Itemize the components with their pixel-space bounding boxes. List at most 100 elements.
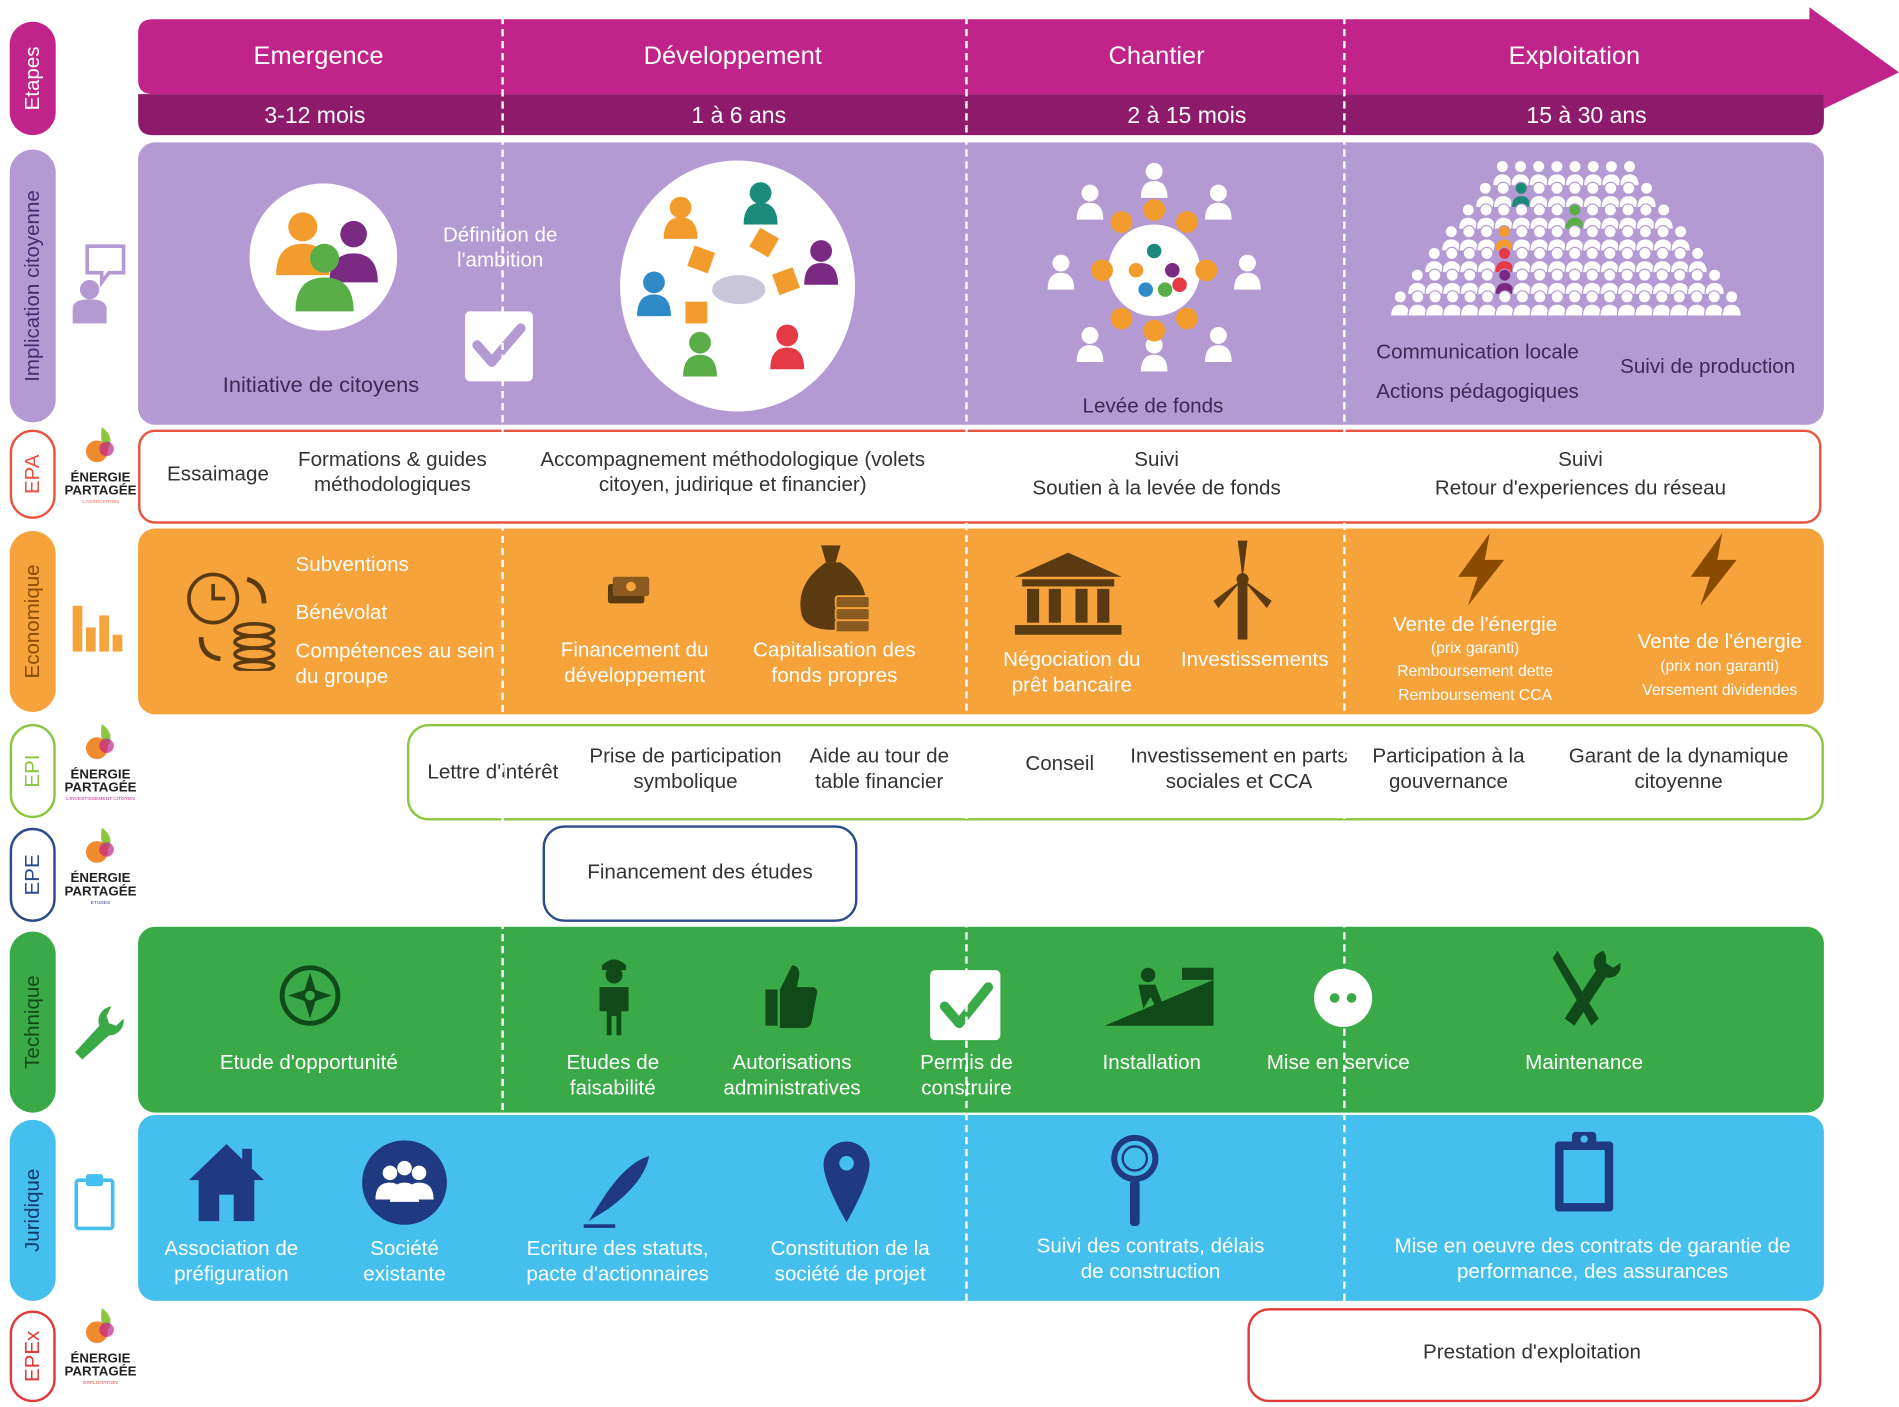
- follow-up-network-text: Retour d'experiences du réseau: [1434, 476, 1727, 500]
- stage-divider-3: [1343, 16, 1346, 1301]
- stages-side-label: Etapes: [9, 21, 56, 136]
- stage-divider-2: [965, 16, 968, 1301]
- investments-label: Investissements: [1180, 647, 1329, 671]
- economic-band: [138, 528, 1824, 715]
- administrative-authorisations-label: Autorisations administratives: [723, 1051, 861, 1100]
- fundraising-label: Levée de fonds: [1082, 394, 1224, 418]
- community-circle-icon: [620, 160, 856, 412]
- time-money-icon: [187, 572, 276, 671]
- energy-sale-unguaranteed-title: Vente de l'énergie: [1637, 629, 1802, 653]
- clipboard-icon: [1555, 1131, 1614, 1212]
- skills-label: Compétences au sein du groupe: [295, 639, 495, 689]
- methodological-support-label: Accompagnement méthodologique (volets ci…: [540, 447, 925, 497]
- thumbs-up-icon: [765, 965, 818, 1029]
- installation-label: Installation: [1102, 1051, 1201, 1074]
- stage-name-developpement: Développement: [643, 42, 822, 70]
- energy-sale-guaranteed-title: Vente de l'énergie: [1393, 613, 1558, 636]
- magnifier-icon: [1111, 1134, 1159, 1227]
- stage-duration-exploitation: 15 à 30 ans: [1526, 103, 1647, 130]
- capitalisation-label: Capitalisation des fonds propres: [753, 638, 916, 687]
- epex-side-label: EPEx: [9, 1310, 56, 1403]
- subsidies-label: Subventions: [295, 552, 409, 576]
- bar-chart-icon: [72, 605, 123, 652]
- permit-check-icon: [930, 970, 1001, 1041]
- energy-sale-unguaranteed-sub: (prix non garanti): [1660, 656, 1780, 675]
- guarantee-contracts-label: Mise en oeuvre des contrats de garantie …: [1394, 1234, 1791, 1284]
- energy-sale-guaranteed-sub: (prix garanti): [1430, 638, 1520, 657]
- wind-turbine-icon: [1213, 540, 1272, 640]
- dividends-label: Versement dividendes: [1642, 680, 1798, 699]
- citizens-group-icon: [249, 183, 398, 331]
- epi-band: [406, 724, 1824, 821]
- clipboard-side-icon: [74, 1174, 115, 1231]
- initiative-label: Initiative de citoyens: [222, 372, 420, 398]
- fundraising-icon: [1047, 162, 1261, 372]
- feasibility-studies-label: Etudes de faisabilité: [566, 1051, 660, 1100]
- bank-icon: [1014, 552, 1122, 635]
- development-funding-label: Financement du développement: [560, 638, 709, 687]
- shares-investment-label: Investissement en parts sociales et CCA: [1130, 744, 1348, 794]
- project-company-label: Constitution de la société de projet: [770, 1236, 930, 1286]
- local-communication-label: Communication locale: [1376, 340, 1579, 364]
- stage-duration-emergence: 3-12 mois: [264, 103, 366, 130]
- epa-side-label: EPA: [9, 429, 56, 519]
- commissioning-label: Mise en service: [1266, 1051, 1410, 1074]
- existing-company-label: Société existante: [363, 1236, 446, 1286]
- financial-round-aid-label: Aide au tour de table financier: [809, 744, 950, 794]
- swarming-label: Essaimage: [167, 462, 269, 486]
- bank-loan-label: Négociation du prêt bancaire: [1003, 647, 1141, 697]
- cca-repayment-label: Remboursement CCA: [1398, 685, 1553, 704]
- maintenance-label: Maintenance: [1525, 1051, 1644, 1074]
- lightning-icon-guaranteed: [1458, 533, 1505, 606]
- money-stack-icon: [607, 576, 650, 604]
- preliminary-association-label: Association de préfiguration: [164, 1236, 299, 1286]
- guides-label: Formations & guides méthodologiques: [297, 447, 487, 497]
- stage-divider-1: [501, 16, 504, 1111]
- governance-participation-label: Participation à la gouvernance: [1372, 744, 1525, 794]
- lightning-icon-unguaranteed: [1690, 533, 1737, 606]
- letter-of-interest-label: Lettre d'intérêt: [427, 760, 559, 784]
- economic-side-label: Economique: [9, 530, 56, 712]
- citizen-dynamic-guarantor-label: Garant de la dynamique citoyenne: [1568, 744, 1789, 794]
- symbolic-stake-label: Prise de participation symbolique: [589, 744, 782, 794]
- company-group-icon: [362, 1140, 447, 1225]
- epex-band: [1247, 1308, 1822, 1403]
- stage-duration-developpement: 1 à 6 ans: [691, 103, 787, 130]
- money-bag-icon: [800, 545, 871, 634]
- house-icon: [188, 1143, 265, 1222]
- maintenance-tools-icon: [1552, 950, 1621, 1026]
- follow-up-fundraising-text: Soutien à la levée de fonds: [1032, 476, 1281, 500]
- studies-funding-label: Financement des études: [587, 860, 813, 884]
- follow-up-network-title: Suivi: [1558, 447, 1603, 471]
- installation-icon: [1104, 967, 1214, 1026]
- advice-label: Conseil: [1025, 751, 1095, 775]
- epe-side-label: EPE: [9, 827, 56, 922]
- checkbox-icon: [465, 311, 533, 382]
- operation-service-label: Prestation d'exploitation: [1423, 1340, 1642, 1364]
- pen-icon: [583, 1156, 650, 1228]
- epi-side-label: EPI: [9, 724, 56, 819]
- wrench-icon: [75, 1006, 124, 1060]
- crowd-icon: [1389, 159, 1742, 317]
- compass-icon: [279, 965, 341, 1026]
- stages-arrow: [138, 7, 1899, 136]
- statutes-writing-label: Ecriture des statuts, pacte d'actionnair…: [526, 1236, 709, 1286]
- contracts-follow-up-label: Suivi des contrats, délais de constructi…: [1036, 1234, 1265, 1284]
- citizen-side-label: Implication citoyenne: [9, 149, 56, 423]
- stage-duration-chantier: 2 à 15 mois: [1127, 103, 1247, 130]
- debt-repayment-label: Remboursement dette: [1397, 661, 1554, 680]
- location-pin-icon: [823, 1141, 870, 1223]
- follow-up-fundraising-title: Suivi: [1134, 447, 1179, 471]
- stage-name-chantier: Chantier: [1108, 42, 1205, 70]
- ambition-label: Définition de l'ambition: [442, 223, 558, 272]
- stage-name-emergence: Emergence: [253, 42, 384, 70]
- speech-person-icon: [72, 244, 126, 324]
- worker-icon: [599, 959, 629, 1036]
- volunteering-label: Bénévolat: [295, 600, 388, 624]
- technical-side-label: Technique: [9, 931, 56, 1113]
